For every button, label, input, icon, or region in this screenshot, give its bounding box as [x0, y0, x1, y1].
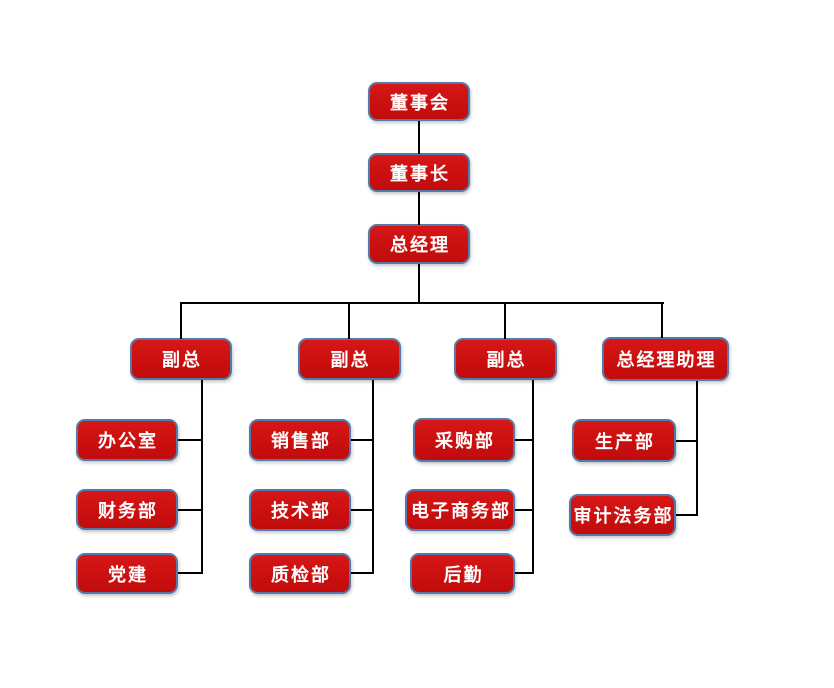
connector-chairman-gm	[418, 192, 420, 225]
connector-gm-bus	[418, 264, 420, 303]
org-node-logistics: 后勤	[410, 553, 515, 594]
org-node-deputy-gm-1: 副总	[130, 338, 232, 380]
org-node-general-manager-label: 总经理	[390, 235, 450, 255]
org-node-technology-label: 技术部	[271, 501, 331, 521]
connector-drop-gm-assistant	[661, 302, 663, 338]
org-node-technology: 技术部	[249, 489, 351, 531]
connector-col4-audit-legal	[676, 514, 698, 516]
connector-bus-horizontal	[180, 302, 664, 304]
connector-col4-production	[676, 440, 698, 442]
org-node-office-label: 办公室	[98, 431, 158, 451]
connector-col1-party	[178, 572, 203, 574]
connector-col3-vertical	[532, 380, 534, 574]
org-node-chairman-label: 董事长	[390, 163, 450, 184]
org-node-quality-inspection: 质检部	[249, 553, 351, 594]
org-node-deputy-gm-2-label: 副总	[330, 350, 371, 370]
org-node-general-manager: 总经理	[368, 224, 470, 264]
org-node-audit-legal-label: 审计法务部	[573, 506, 674, 526]
connector-col3-logistics	[515, 572, 534, 574]
connector-col3-purchasing	[515, 439, 534, 441]
org-node-party-building-label: 党建	[108, 564, 148, 585]
connector-col4-vertical	[696, 381, 698, 516]
org-node-chairman: 董事长	[368, 153, 470, 192]
org-node-ecommerce: 电子商务部	[405, 489, 515, 531]
connector-col1-office	[178, 439, 203, 441]
connector-col1-finance	[178, 509, 203, 511]
org-node-party-building: 党建	[76, 553, 178, 594]
org-node-deputy-gm-2: 副总	[298, 338, 401, 380]
org-node-logistics-label: 后勤	[443, 564, 484, 585]
org-node-purchasing: 采购部	[413, 418, 515, 462]
org-node-finance-label: 财务部	[98, 500, 158, 521]
org-node-audit-legal: 审计法务部	[569, 494, 676, 536]
connector-drop-deputy-1	[180, 302, 182, 339]
connector-col2-sales	[351, 439, 374, 441]
org-node-finance: 财务部	[76, 489, 178, 530]
org-node-board-label: 董事会	[390, 92, 450, 113]
org-node-quality-inspection-label: 质检部	[271, 564, 331, 585]
org-node-office: 办公室	[76, 419, 178, 461]
connector-board-chairman	[418, 121, 420, 154]
connector-col2-qc	[351, 572, 374, 574]
connector-drop-deputy-2	[348, 302, 350, 339]
connector-col1-vertical	[201, 380, 203, 574]
org-node-production: 生产部	[572, 419, 676, 462]
org-node-sales-label: 销售部	[271, 431, 331, 451]
org-node-ecommerce-label: 电子商务部	[411, 501, 511, 521]
org-node-gm-assistant-label: 总经理助理	[616, 350, 717, 370]
org-node-purchasing-label: 采购部	[435, 431, 495, 451]
org-node-deputy-gm-1-label: 副总	[162, 350, 202, 370]
connector-col3-ecommerce	[515, 509, 534, 511]
org-node-sales: 销售部	[249, 419, 351, 461]
connector-drop-deputy-3	[504, 302, 506, 339]
org-node-gm-assistant: 总经理助理	[602, 337, 729, 381]
connector-col2-technology	[351, 509, 374, 511]
org-node-board: 董事会	[368, 82, 470, 121]
org-node-deputy-gm-3: 副总	[454, 338, 557, 380]
org-node-deputy-gm-3-label: 副总	[486, 350, 527, 370]
connector-col2-vertical	[372, 380, 374, 574]
org-node-production-label: 生产部	[595, 431, 655, 452]
